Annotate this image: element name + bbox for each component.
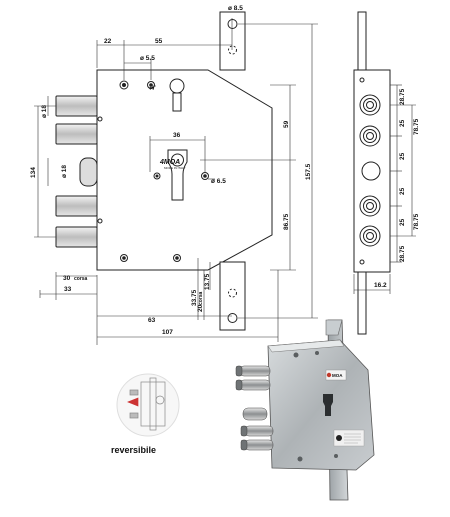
front-logo: 4MOA MODE IN ITALY <box>159 159 186 170</box>
svg-text:33: 33 <box>64 286 72 293</box>
svg-text:25: 25 <box>399 187 406 195</box>
svg-text:MOA: MOA <box>332 373 343 378</box>
svg-text:16.2: 16.2 <box>374 282 387 289</box>
svg-text:MODE IN ITALY: MODE IN ITALY <box>164 166 186 170</box>
side-view-drawing <box>353 11 391 335</box>
svg-text:ø 5.5: ø 5.5 <box>140 55 155 62</box>
front-view-drawing <box>96 11 273 331</box>
product-photo: MOA <box>235 319 375 501</box>
side-dimension-lines <box>353 84 416 294</box>
svg-text:86.75: 86.75 <box>283 213 290 230</box>
svg-text:corsa: corsa <box>198 291 204 305</box>
dimension-labels: ø 8.5 22 55 ø 5.5 ø 18 134 ø 18 36 ø 6.5… <box>30 5 312 336</box>
svg-text:3: 3 <box>149 86 156 90</box>
svg-text:ø 6.5: ø 6.5 <box>211 178 226 185</box>
svg-text:13.75: 13.75 <box>204 273 211 290</box>
svg-text:28.75: 28.75 <box>399 245 406 262</box>
svg-text:134: 134 <box>30 167 37 178</box>
svg-text:33.75: 33.75 <box>191 289 198 306</box>
svg-text:107: 107 <box>162 329 173 336</box>
svg-text:55: 55 <box>155 38 163 45</box>
svg-text:20: 20 <box>197 304 204 312</box>
reversible-label: reversibile <box>111 445 156 455</box>
svg-text:ø 18: ø 18 <box>61 165 68 178</box>
side-dimension-labels: 28.75 25 78.75 25 25 25 78.75 28.75 16.2 <box>374 88 420 289</box>
svg-text:157.5: 157.5 <box>305 163 312 180</box>
svg-text:25: 25 <box>399 218 406 226</box>
svg-text:4MOA: 4MOA <box>159 159 180 166</box>
front-bolts <box>55 95 98 248</box>
reversible-icon: reversibile <box>111 373 180 455</box>
svg-text:25: 25 <box>399 152 406 160</box>
svg-text:36: 36 <box>173 132 181 139</box>
svg-text:28.75: 28.75 <box>399 88 406 105</box>
svg-text:22: 22 <box>104 38 112 45</box>
svg-text:corsa: corsa <box>74 276 88 282</box>
svg-text:ø 18: ø 18 <box>41 105 48 118</box>
svg-text:63: 63 <box>148 317 156 324</box>
svg-text:25: 25 <box>399 119 406 127</box>
svg-text:30: 30 <box>63 275 71 282</box>
svg-text:78.75: 78.75 <box>413 118 420 135</box>
svg-text:78.75: 78.75 <box>413 213 420 230</box>
dimension-lines <box>34 18 318 345</box>
svg-text:ø 8.5: ø 8.5 <box>228 5 243 12</box>
svg-text:59: 59 <box>283 120 290 128</box>
